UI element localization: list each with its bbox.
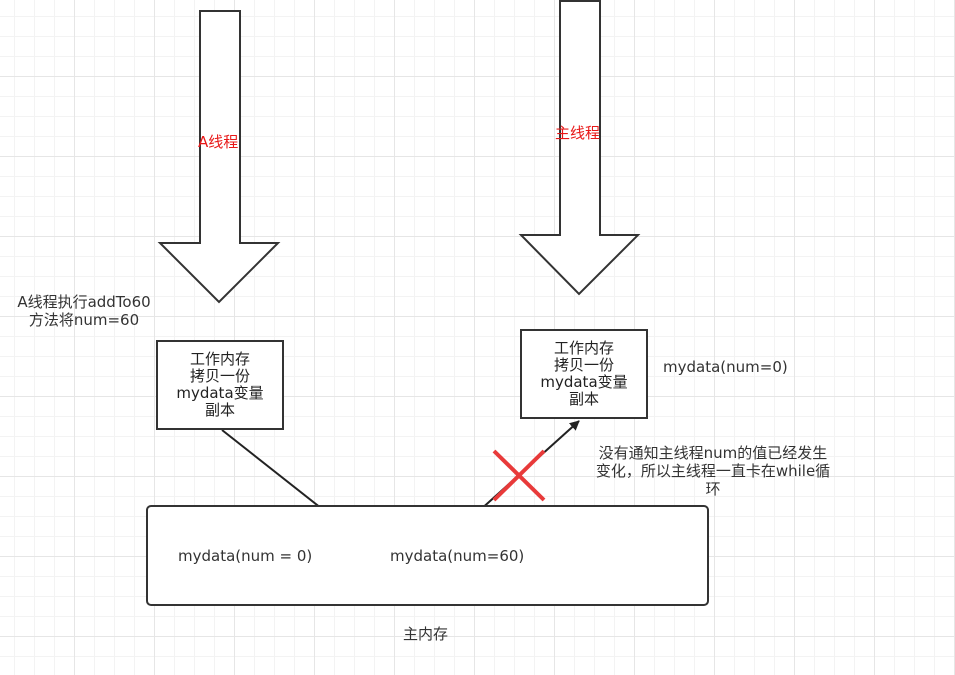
work-memory-line: 工作内存	[553, 339, 614, 357]
work-memory-line: mydata变量	[176, 384, 264, 402]
main-thread-label: 主线程	[555, 124, 601, 142]
thread-a-label: A线程	[198, 133, 239, 151]
blocked-cross-icon	[492, 449, 546, 502]
notify-note: 没有通知主线程num的值已经发生 变化，所以主线程一直卡在while循 环	[580, 444, 846, 498]
main-thread-work-memory: 工作内存 拷贝一份 mydata变量 副本	[520, 329, 648, 419]
work-memory-line: mydata变量	[540, 373, 628, 391]
work-memory-line: 副本	[204, 401, 235, 419]
notify-line: 没有通知主线程num的值已经发生	[598, 444, 828, 462]
notify-line: 环	[705, 480, 721, 498]
main-memory-box	[146, 505, 709, 606]
work-memory-line: 拷贝一份	[553, 356, 614, 374]
thread-a-work-memory: 工作内存 拷贝一份 mydata变量 副本	[156, 340, 284, 430]
work-memory-line: 副本	[568, 390, 599, 408]
work-memory-line: 工作内存	[189, 350, 250, 368]
thread-a-arrow	[157, 10, 281, 304]
thread-a-action-note: A线程执行addTo60 方法将num=60	[4, 293, 164, 329]
main-thread-value-note: mydata(num=0)	[663, 358, 788, 376]
action-line: 方法将num=60	[28, 311, 140, 329]
main-memory-label: 主内存	[403, 625, 449, 643]
main-thread-arrow	[518, 0, 641, 296]
notify-line: 变化，所以主线程一直卡在while循	[595, 462, 831, 480]
main-memory-updated-value: mydata(num=60)	[390, 547, 525, 565]
work-memory-line: 拷贝一份	[189, 367, 250, 385]
main-memory-initial-value: mydata(num = 0)	[178, 547, 313, 565]
action-line: A线程执行addTo60	[17, 293, 151, 311]
